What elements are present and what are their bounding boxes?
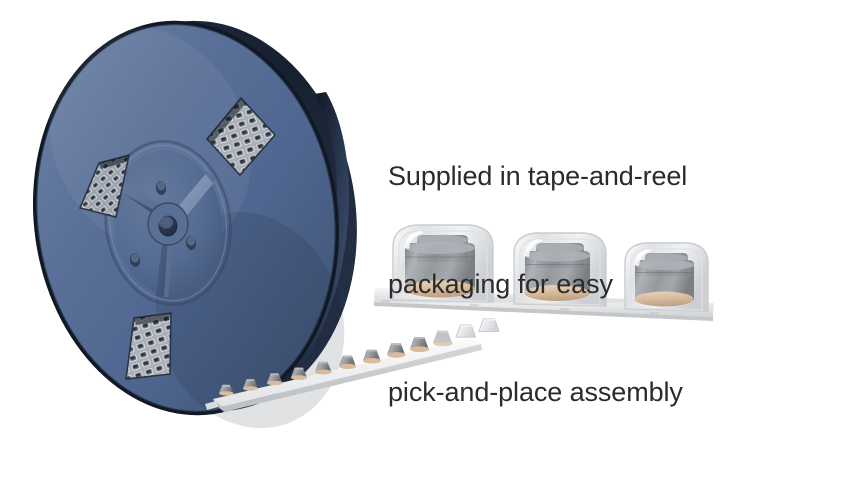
- component-3-body: [635, 260, 694, 300]
- carrier-tape-closeup: [374, 224, 714, 321]
- component-1-body: [405, 243, 475, 290]
- hub-spoke-lower-hi: [164, 236, 175, 297]
- hub-hole-top-hi: [156, 181, 166, 191]
- strip-pocket-9: [410, 337, 429, 353]
- strip-pocket-12-empty: [478, 317, 500, 332]
- caption-line-1: Supplied in tape-and-reel: [388, 161, 688, 191]
- hub-hole-left-hi: [130, 253, 140, 263]
- reel-hub-ring-outer: [104, 140, 232, 306]
- hub-hole-right-hi: [186, 236, 196, 246]
- tape-pocket-3: [624, 242, 709, 312]
- blister-3-highlight: [634, 249, 652, 266]
- hub-spoke-lower: [156, 235, 175, 297]
- blister-shell-2-inner: [519, 238, 601, 306]
- hub-center-bore-highlight: [159, 216, 173, 229]
- strip-pocket-5: [315, 361, 332, 375]
- caption-text: Supplied in tape-and-reel packaging for …: [388, 86, 768, 482]
- hub-spoke-upper-right-shade: [205, 171, 216, 183]
- strip-pocket-4: [291, 367, 307, 380]
- blister-1-highlight: [404, 231, 424, 249]
- tape-pocket-1: [392, 224, 494, 303]
- component-1-base: [405, 280, 475, 298]
- closeup-carrier-notches: [381, 300, 659, 315]
- strip-pocket-1: [219, 384, 234, 396]
- blister-shell-1-inner: [398, 230, 488, 302]
- caption-line-3: pick-and-place assembly: [388, 377, 683, 407]
- component-reel: [32, 20, 357, 429]
- strip-pocket-3: [267, 373, 283, 386]
- strip-pocket-2: [243, 379, 258, 391]
- reel-window-left: [78, 153, 131, 218]
- tape-pocket-2: [513, 232, 607, 307]
- tape-strip-under-reel: [205, 401, 218, 410]
- strip-pocket-7: [363, 349, 381, 364]
- reel-edge-line: [35, 23, 337, 413]
- component-2-body: [525, 251, 590, 294]
- blister-2-highlight: [524, 239, 543, 257]
- reel-hub-ring-inner: [108, 144, 228, 302]
- component-3-base: [634, 291, 694, 307]
- reel-window-bottom: [125, 312, 172, 380]
- hub-center-bore: [158, 215, 178, 237]
- tape-strip-side: [222, 344, 482, 412]
- reel-hub: [113, 150, 223, 297]
- caption-line-2: packaging for easy: [388, 269, 613, 299]
- strip-pocket-6: [339, 355, 357, 369]
- carrier-tape-strip: [205, 317, 500, 412]
- hub-spoke-upper-left-hi: [121, 182, 166, 215]
- tape-strip-top-surface: [213, 338, 481, 407]
- blister-shell-3-inner: [630, 248, 703, 311]
- hub-boss-rim: [147, 202, 189, 246]
- tape-strip-pockets: [219, 317, 500, 396]
- component-2-base: [524, 285, 590, 301]
- closeup-carrier-front-edge: [374, 302, 713, 321]
- strip-pocket-10: [433, 330, 453, 347]
- strip-pocket-8: [387, 343, 406, 358]
- strip-pocket-11-empty: [455, 324, 477, 338]
